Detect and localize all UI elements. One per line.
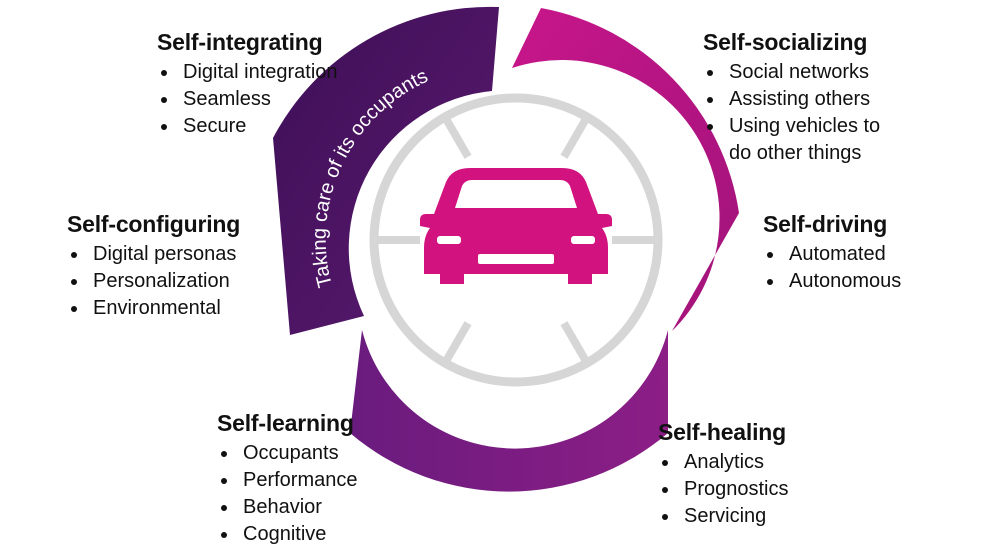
self-driving-title: Self-driving — [763, 211, 888, 237]
list-item: Digital personas — [67, 241, 240, 268]
list-item: Personalization — [67, 268, 240, 295]
list-item: Using vehicles to — [703, 113, 880, 140]
self-integrating-block: Self-integrating Digital integration Sea… — [157, 29, 338, 140]
list-item: Seamless — [157, 86, 338, 113]
list-item: Environmental — [67, 295, 240, 322]
arc-taking-care-of-occupants — [273, 6, 499, 336]
self-driving-block: Self-driving Automated Autonomous — [763, 211, 901, 295]
list-item: Behavior — [217, 494, 358, 521]
list-item: Performance — [217, 467, 358, 494]
self-socializing-title: Self-socializing — [703, 29, 868, 55]
list-item: Prognostics — [658, 476, 789, 503]
arc-taking-care-of-itself — [350, 330, 668, 492]
self-healing-block: Self-healing Analytics Prognostics Servi… — [658, 419, 789, 530]
list-item: Assisting others — [703, 86, 880, 113]
self-learning-block: Self-learning Occupants Performance Beha… — [217, 410, 358, 548]
self-configuring-title: Self-configuring — [67, 211, 241, 237]
list-item: Cognitive — [217, 521, 358, 548]
self-configuring-block: Self-configuring Digital personas Person… — [67, 211, 240, 322]
self-socializing-block: Self-socializing Social networks Assisti… — [703, 29, 880, 167]
list-item-continuation: do other things — [729, 142, 862, 164]
car-icon — [420, 168, 612, 284]
self-healing-title: Self-healing — [658, 419, 786, 445]
list-item: Autonomous — [763, 268, 901, 295]
list-item: Analytics — [658, 449, 789, 476]
list-item: Social networks — [703, 59, 880, 86]
self-learning-title: Self-learning — [217, 410, 354, 436]
list-item: Servicing — [658, 503, 789, 530]
self-integrating-title: Self-integrating — [157, 29, 323, 55]
list-item: Digital integration — [157, 59, 338, 86]
arc-working-with-others — [512, 8, 739, 331]
list-item: Automated — [763, 241, 901, 268]
list-item: Secure — [157, 113, 338, 140]
list-item: Occupants — [217, 440, 358, 467]
